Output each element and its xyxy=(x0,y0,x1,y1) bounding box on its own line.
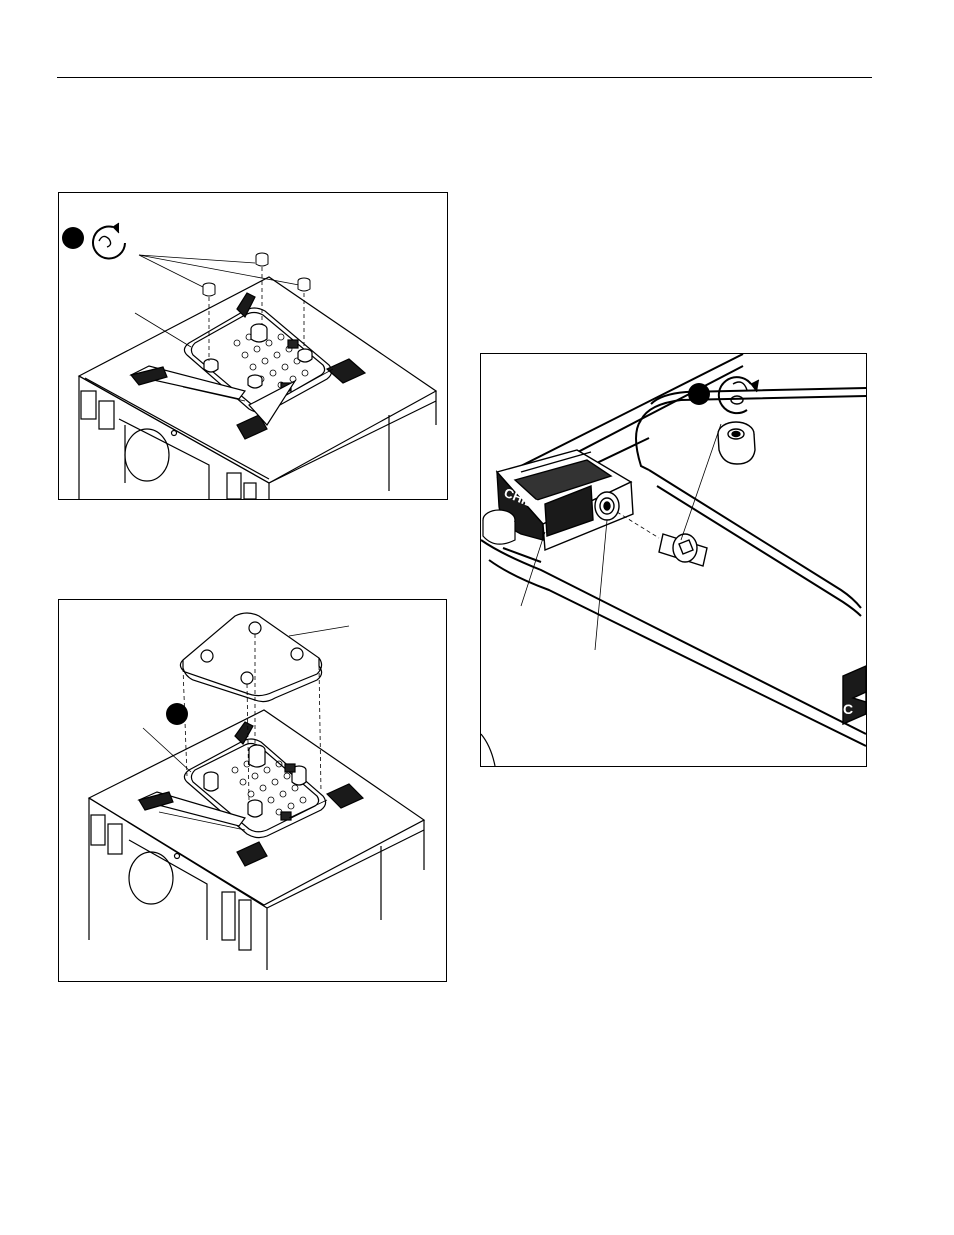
figure-remove-screws xyxy=(58,192,448,500)
figure-place-adapter-plate xyxy=(58,599,447,982)
step-marker xyxy=(166,703,188,725)
step-marker xyxy=(62,227,84,249)
counterclockwise-rotate-icon xyxy=(93,223,125,258)
brand-text-partial: C xyxy=(843,701,853,717)
figure-tighten-screw: CHIEF C xyxy=(480,353,867,767)
clockwise-rotate-icon xyxy=(719,377,759,413)
header-rule xyxy=(57,77,872,78)
adapter-plate-illustration xyxy=(59,600,446,981)
step-marker xyxy=(688,383,710,405)
latch-screw-closeup: CHIEF C xyxy=(481,354,866,766)
projector-bracket-illustration xyxy=(59,193,447,499)
